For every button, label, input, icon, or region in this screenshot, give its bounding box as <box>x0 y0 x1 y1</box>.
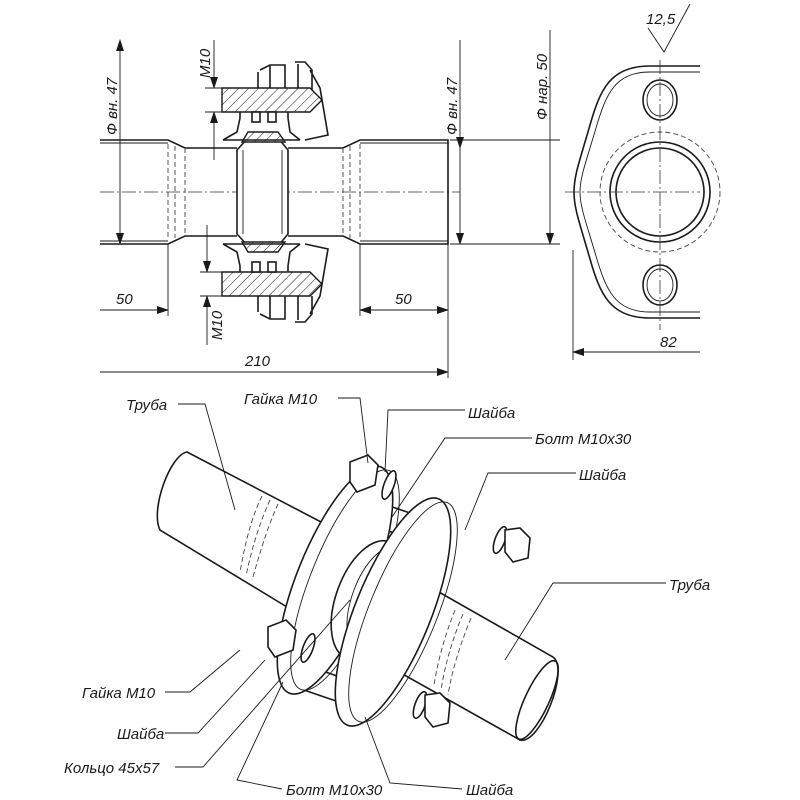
roughness-symbol <box>647 3 691 53</box>
dim-thread-bottom: M10 <box>209 310 226 340</box>
dimensions <box>100 30 700 378</box>
label-washer-bottom-left: Шайба <box>117 726 164 743</box>
flange-bolt-top <box>221 61 329 141</box>
dim-length-right: 50 <box>395 291 412 308</box>
pipe-right-wall <box>360 142 448 242</box>
dim-outer-diameter: Ф нар. 50 <box>534 53 551 120</box>
label-bolt-top: Болт М10х30 <box>535 431 632 448</box>
flange-bolt-bottom <box>221 243 329 323</box>
pipe-left-hidden <box>239 495 279 581</box>
flange-right-edge <box>348 501 458 723</box>
nut-top-right <box>504 527 531 563</box>
dim-total-length: 210 <box>244 353 271 370</box>
section-view: Ф вн. 47 M10 Ф вн. 47 Ф нар. 50 M10 50 5… <box>100 30 700 378</box>
dim-thread-top: M10 <box>197 48 214 78</box>
pipe-left-wall <box>100 142 168 242</box>
flange-outline-inner <box>579 71 700 313</box>
pipe-left-hidden <box>167 144 186 240</box>
label-nut-bottom: Гайка М10 <box>82 685 156 702</box>
label-pipe-right: Труба <box>669 577 710 594</box>
dim-length-left: 50 <box>116 291 133 308</box>
pipe-right-hidden <box>342 144 361 240</box>
label-pipe-left: Труба <box>126 397 167 414</box>
label-bolt-bottom: Болт М10х30 <box>286 782 383 799</box>
bolt-hole-top <box>642 79 678 121</box>
label-nut-top: Гайка М10 <box>244 391 318 408</box>
leader-lines <box>165 397 666 790</box>
pipe-right-hidden <box>433 609 472 696</box>
pipe-right-end <box>515 659 559 741</box>
roughness-value: 12,5 <box>646 11 676 28</box>
nut-bottom-left <box>267 619 297 658</box>
pipe-right-section <box>288 139 449 245</box>
nut-top-left <box>349 454 379 493</box>
label-washer-top-right: Шайба <box>579 467 626 484</box>
flange-view: 12,5 82 <box>565 3 721 351</box>
label-washer-top-left: Шайба <box>468 405 515 422</box>
pipe-left-section <box>100 139 237 245</box>
flange-right <box>334 497 452 727</box>
assembly-view: Труба Гайка М10 Шайба Болт М10х30 Шайба … <box>64 391 710 799</box>
label-ring: Кольцо 45х57 <box>64 760 160 777</box>
dim-inner-diameter-right: Ф вн. 47 <box>444 77 461 135</box>
washer-top-left <box>381 470 397 500</box>
dim-inner-diameter-left: Ф вн. 47 <box>104 77 121 135</box>
pipe-left <box>156 451 325 609</box>
nut-bottom-right <box>424 692 451 728</box>
sealing-ring-section <box>236 137 289 247</box>
label-washer-bottom-right: Шайба <box>466 782 513 799</box>
dim-flange-width: 82 <box>660 334 677 351</box>
